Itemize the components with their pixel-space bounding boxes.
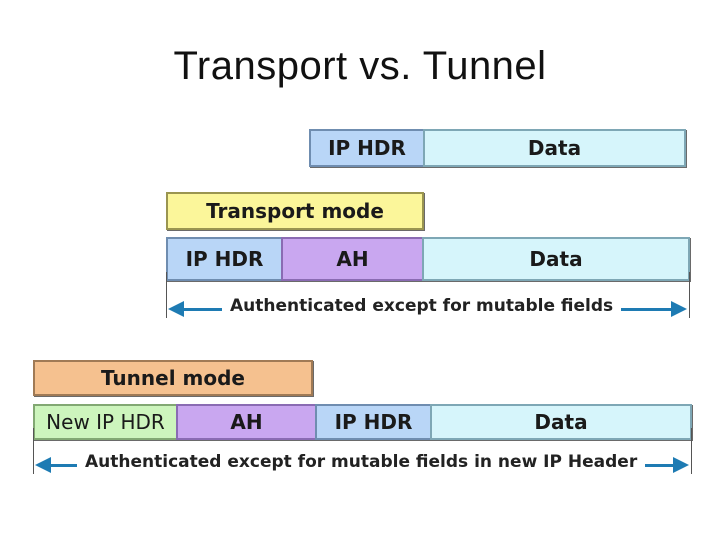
tunnel-auth-tick-right bbox=[691, 428, 692, 474]
transport-auth-tick-right bbox=[689, 272, 690, 318]
transport-mode-label-box: Transport mode bbox=[166, 192, 424, 230]
transport-mode-label: Transport mode bbox=[206, 199, 384, 223]
arrow-left-icon bbox=[35, 457, 51, 473]
tunnel-mode-label-box: Tunnel mode bbox=[33, 360, 313, 396]
arrow-right-icon bbox=[671, 301, 687, 317]
arrow-left-icon bbox=[168, 301, 184, 317]
transport-auth-tick-left bbox=[166, 272, 167, 318]
original-ip-header-box: IP HDR bbox=[309, 129, 425, 167]
tunnel-data-label: Data bbox=[534, 410, 588, 434]
arrow-right-icon bbox=[673, 457, 689, 473]
transport-auth-note: Authenticated except for mutable fields bbox=[222, 296, 622, 316]
tunnel-mode-label: Tunnel mode bbox=[100, 366, 245, 390]
transport-ah-box: AH bbox=[281, 237, 424, 281]
transport-data-label: Data bbox=[529, 247, 583, 271]
transport-ip-header-label: IP HDR bbox=[185, 247, 264, 271]
tunnel-auth-arrow: Authenticated except for mutable fields … bbox=[33, 428, 693, 480]
transport-ah-label: AH bbox=[336, 247, 369, 271]
tunnel-auth-tick-left bbox=[33, 428, 34, 474]
original-ip-header-label: IP HDR bbox=[328, 136, 406, 160]
tunnel-ah-label: AH bbox=[230, 410, 263, 434]
transport-data-box: Data bbox=[422, 237, 690, 281]
transport-ip-header-box: IP HDR bbox=[166, 237, 283, 281]
page-title: Transport vs. Tunnel bbox=[173, 44, 547, 88]
original-data-box: Data bbox=[423, 129, 686, 167]
tunnel-ip-header-label: IP HDR bbox=[334, 410, 413, 434]
original-data-label: Data bbox=[527, 136, 582, 160]
transport-auth-arrow: Authenticated except for mutable fields bbox=[166, 272, 691, 324]
tunnel-ip-header-box: IP HDR bbox=[315, 404, 432, 440]
tunnel-new-ip-header-box: New IP HDR bbox=[33, 404, 178, 440]
tunnel-auth-note: Authenticated except for mutable fields … bbox=[77, 452, 646, 472]
tunnel-ah-box: AH bbox=[176, 404, 317, 440]
tunnel-new-ip-header-label: New IP HDR bbox=[46, 410, 165, 434]
tunnel-data-box: Data bbox=[430, 404, 692, 440]
